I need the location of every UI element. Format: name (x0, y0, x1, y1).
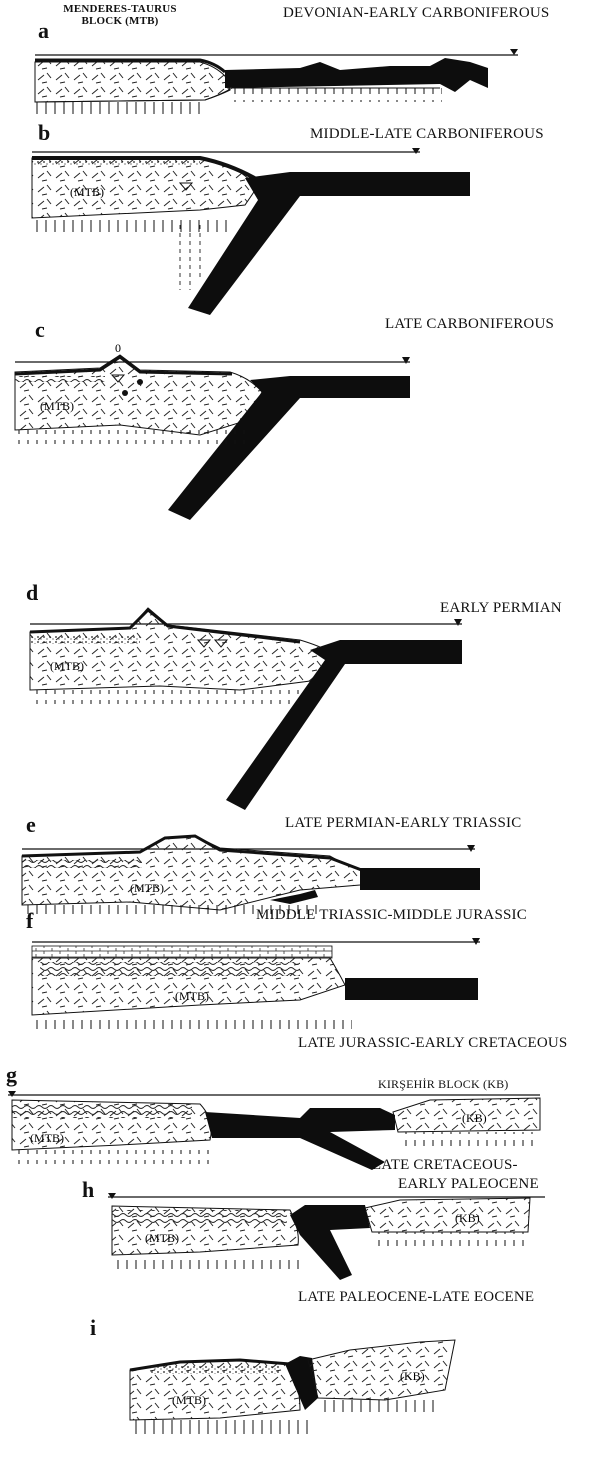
mtb-block-d (30, 608, 330, 690)
mtb-block-b (32, 158, 258, 218)
kb-label-g: (KB) (462, 1111, 487, 1125)
mtb-label-e: (MTB) (130, 881, 164, 895)
sea-level-marker-a (510, 49, 518, 55)
mtb-label-d: (MTB) (50, 659, 84, 673)
mtb-label-b: (MTB) (70, 185, 104, 199)
section-g: (MTB) (KB) (8, 1091, 540, 1170)
mtb-block-a (35, 62, 230, 102)
section-h: (MTB) (KB) (108, 1193, 545, 1280)
mtb-block-c (15, 355, 262, 435)
mtb-label-g: (MTB) (30, 1131, 64, 1145)
mtb-label-f: (MTB) (175, 989, 209, 1003)
kirsehir-block-h (365, 1198, 530, 1232)
mtb-label-h: (MTB) (145, 1231, 179, 1245)
mtb-block-e (22, 836, 372, 910)
kirsehir-block-i (308, 1340, 455, 1400)
section-b: (MTB) (32, 148, 470, 315)
mtb-label-c: (MTB) (40, 399, 74, 413)
kb-label-h: (KB) (455, 1211, 480, 1225)
kb-label-i: (KB) (400, 1369, 425, 1383)
mtb-label-i: (MTB) (172, 1393, 206, 1407)
section-a (35, 49, 518, 116)
section-e: (MTB) (22, 836, 480, 919)
section-i: (MTB) (KB) (130, 1340, 455, 1434)
oceanic-crust-f (345, 978, 478, 1000)
section-f: (MTB) (32, 938, 480, 1029)
section-d: (MTB) (30, 608, 462, 810)
marker-zero: 0 (115, 341, 121, 355)
section-c: 0 (MTB) (15, 341, 410, 520)
oceanic-crust-e (360, 868, 480, 890)
subducting-slab-g (205, 1108, 395, 1170)
oceanic-crust-a (225, 58, 488, 92)
